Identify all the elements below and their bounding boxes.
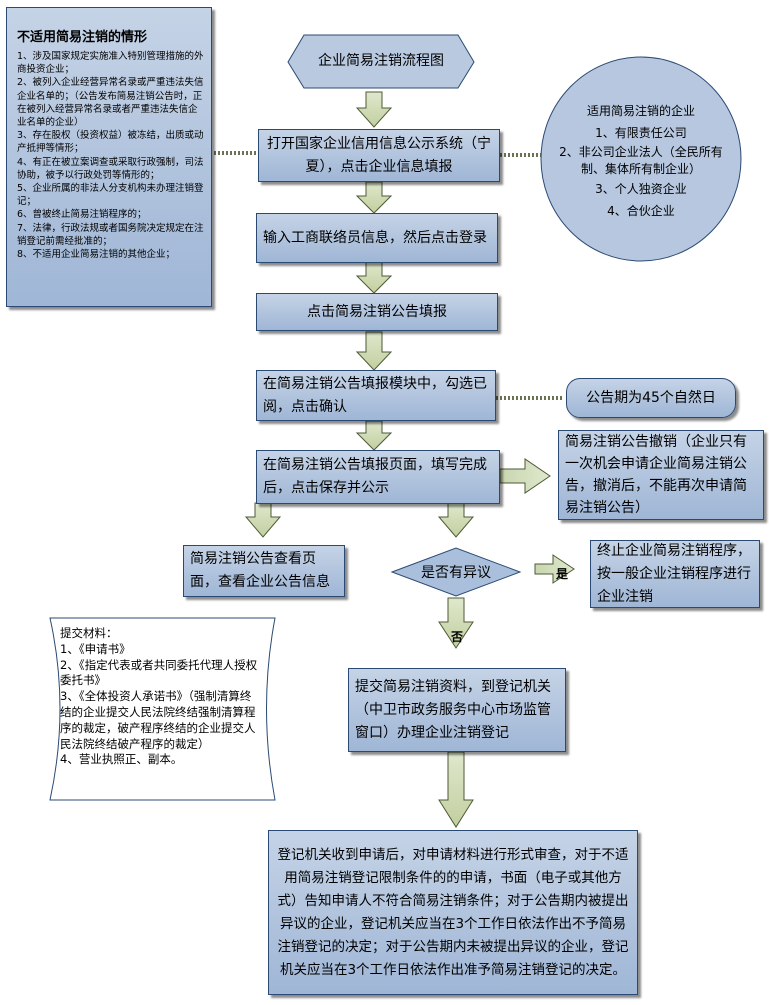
list-item: 5、企业所属的非法人分支机构未办理注销登记； [17,183,204,208]
step-open-system: 打开国家企业信用信息公示系统（宁夏），点击企业信息填报 [258,129,500,182]
final-review-box: 登记机关收到申请后，对申请材料进行形式审查，对于不适用简易注销登记限制条件的的申… [268,830,638,995]
down-arrow [355,420,393,451]
applicable-list: 适用简易注销的企业 1、有限责任公司 2、非公司企业法人（全民所有制、集体所有制… [558,100,724,222]
list-item: 1、涉及国家规定实施准入特别管理措施的外商投资企业； [17,51,204,76]
submit-materials-box: 提交简易注销资料，到登记机关（中卫市政务服务中心市场监管窗口）办理企业注销登记 [348,668,566,752]
list-item: 8、不适用企业简易注销的其他企业； [17,249,176,261]
step-click-announcement: 点击简易注销公告填报 [256,293,498,331]
not-applicable-heading: 不适用简易注销的情形 [17,30,148,45]
materials-heading: 提交材料： [60,626,118,640]
list-item: 3、存在股权（投资权益）被冻结，出质或动产抵押等情形； [17,130,204,155]
applicable-ellipse [540,56,742,262]
view-announcement-box: 简易注销公告查看页面，查看企业公告信息 [183,545,345,597]
list-item: 4、营业执照正、副本。 [60,752,183,767]
down-arrow [355,261,393,294]
list-item: 2、非公司企业法人（全民所有制、集体所有制企业） [559,145,723,176]
right-arrows [499,458,575,584]
list-item: 2、被列入企业经营异常名录或严重违法失信企业名单的；（公告发布简易注销公告时，正… [17,77,204,129]
list-item: 7、法律，行政法规或者国务院决定规定在注销登记前需经批准的； [17,222,204,247]
not-applicable-box: 不适用简易注销的情形 1、涉及国家规定实施准入特别管理措施的外商投资企业； 2、… [6,7,212,307]
step-confirm-read: 在简易注销公告填报模块中，勾选已阅，点击确认 [256,370,496,421]
down-arrow [438,751,474,828]
decision-label: 是否有异议 [421,565,491,581]
list-item: 3、《全体投资人承诺书》（强制清算终结的企业提交人民法院终结强制清算程序的裁定，… [60,689,256,751]
list-item: 1、《申请书》 [60,641,131,656]
notice-period-badge: 公告期为45个自然日 [566,378,736,418]
step-login: 输入工商联络员信息，然后点击登录 [256,213,498,263]
applicable-heading: 适用简易注销的企业 [586,104,695,118]
step-save-publish: 在简易注销公告填报页面，填写完成后，点击保存并公示 [256,450,500,504]
down-arrow [355,181,393,214]
not-applicable-list: 1、涉及国家规定实施准入特别管理措施的外商投资企业； 2、被列入企业经营异常名录… [17,50,205,261]
list-item: 4、合伙企业 [607,204,675,218]
down-arrow [355,91,393,128]
list-item: 4、有正在被立案调查或采取行政强制，司法协助，被予以行政处罚等情形的； [17,156,204,181]
down-arrow [437,502,475,538]
right-arrow [534,554,575,584]
materials-list: 提交材料： 1、《申请书》 2、《指定代表或者共同委托代理人授权委托书》 3、《… [60,626,260,768]
right-arrow [499,458,551,494]
terminate-box: 终止企业简易注销程序，按一般企业注销程序进行企业注销 [590,540,760,608]
list-item: 1、有限责任公司 [595,126,687,140]
list-item: 3、个人独资企业 [595,182,687,196]
list-item: 2、《指定代表或者共同委托代理人授权委托书》 [60,657,258,688]
down-arrow [244,502,282,538]
list-item: 6、曾被终止简易注销程序的； [17,209,147,221]
down-arrow [355,331,393,371]
materials-shape [49,617,276,801]
dotted-connectors [214,151,562,400]
decision-shape [390,547,522,597]
down-arrows [244,91,475,828]
chart-title: 企业简易注销流程图 [318,53,444,69]
title-shape [287,34,475,89]
no-label: 否 [451,630,464,644]
withdraw-box: 简易注销公告撤销（企业只有一次机会申请企业简易注销公告，撤消后，不能再次申请简易… [558,430,764,520]
yes-label: 是 [556,567,569,581]
down-arrow [438,597,474,649]
